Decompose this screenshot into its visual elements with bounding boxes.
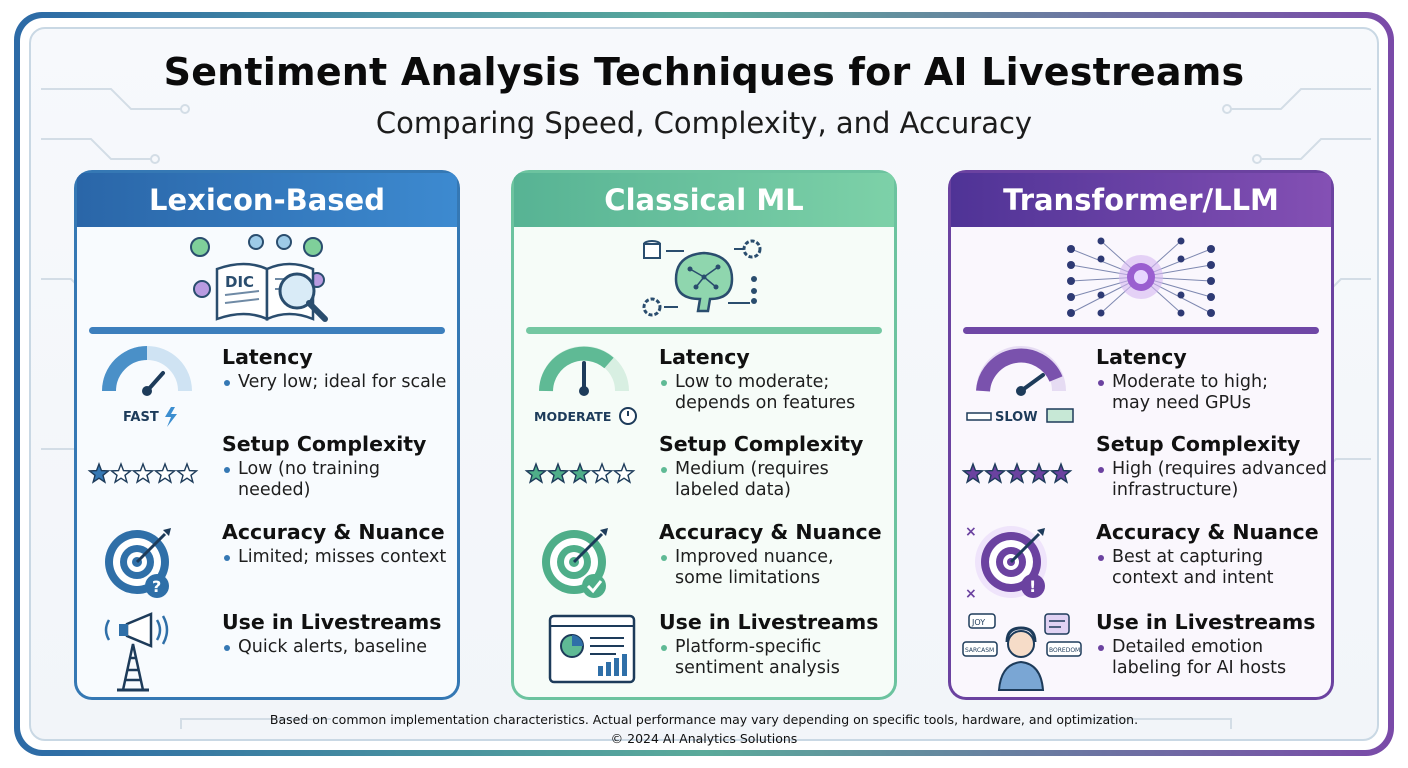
- star-empty-icon: [175, 462, 199, 484]
- star-filled-icon: [546, 462, 570, 484]
- star-filled-icon: [983, 462, 1007, 484]
- star-filled-icon: [1027, 462, 1051, 484]
- metric-title: Accuracy & Nuance: [222, 520, 445, 544]
- setup-row: Setup Complexity High (requires advanced…: [951, 432, 1331, 516]
- speedometer-moderate-icon: MODERATE: [534, 346, 637, 425]
- metric-desc: Low to moderate;depends on features: [659, 372, 891, 414]
- card-classical-ml: Classical ML MODERATE: [511, 170, 897, 700]
- star-empty-icon: [109, 462, 133, 484]
- gauge-label: SLOW: [995, 410, 1038, 425]
- metric-desc: Very low; ideal for scale: [222, 372, 454, 393]
- neural-network-icon: [1067, 237, 1215, 317]
- page-title: Sentiment Analysis Techniques for AI Liv…: [163, 50, 1245, 94]
- star-filled-icon: [87, 462, 111, 484]
- svg-text:×: ×: [965, 586, 977, 602]
- accuracy-row: ? Accuracy & Nuance Limited; misses cont…: [77, 520, 457, 604]
- card-header: Classical ML: [514, 173, 894, 227]
- hero-text: DIC: [225, 273, 254, 291]
- dashboard-icon: [548, 614, 636, 684]
- svg-text:?: ?: [152, 577, 161, 596]
- metric-desc: Quick alerts, baseline: [222, 637, 454, 658]
- metric-title: Use in Livestreams: [1096, 610, 1316, 634]
- svg-text:!: !: [1029, 577, 1036, 596]
- emotion-bubble: SARCASM: [965, 647, 994, 654]
- star-filled-icon: [961, 462, 985, 484]
- emotion-bubble: BOREDOM: [1049, 647, 1080, 654]
- card-transformer-llm: Transformer/LLM: [948, 170, 1334, 700]
- metric-title: Latency: [659, 345, 750, 369]
- speedometer-slow-icon: SLOW: [966, 346, 1074, 425]
- star-empty-icon: [131, 462, 155, 484]
- card-divider: [526, 327, 882, 334]
- use-row: JOY SARCASM BOREDOM Use in Livestreams D…: [951, 610, 1331, 694]
- gauge-label: FAST: [123, 410, 159, 425]
- card-body: SLOW Latency Moderate to high;may need G…: [951, 227, 1331, 697]
- ai-host-icon: JOY SARCASM BOREDOM: [962, 613, 1082, 691]
- metric-title: Accuracy & Nuance: [1096, 520, 1319, 544]
- copyright: © 2024 AI Analytics Solutions: [610, 731, 798, 746]
- latency-row: FAST Latency Very low; ideal for scale: [77, 345, 457, 429]
- metric-title: Setup Complexity: [659, 432, 864, 456]
- star-empty-icon: [153, 462, 177, 484]
- page-subtitle: Comparing Speed, Complexity, and Accurac…: [375, 106, 1033, 140]
- card-header: Lexicon-Based: [77, 173, 457, 227]
- star-filled-icon: [1049, 462, 1073, 484]
- target-question-icon: ?: [105, 528, 171, 598]
- metric-title: Use in Livestreams: [659, 610, 879, 634]
- card-header: Transformer/LLM: [951, 173, 1331, 227]
- star-empty-icon: [590, 462, 614, 484]
- card-lexicon-based: Lexicon-Based DIC FAST: [74, 170, 460, 700]
- star-rating: [87, 432, 209, 516]
- star-rating-icon: [961, 462, 1073, 484]
- broadcast-tower-icon: [104, 612, 169, 692]
- metric-title: Latency: [222, 345, 313, 369]
- metric-title: Latency: [1096, 345, 1187, 369]
- metric-desc: Improved nuance,some limitations: [659, 547, 891, 589]
- card-body: DIC FAST Latency Very low; ideal for sca…: [77, 227, 457, 697]
- metric-desc: Limited; misses context: [222, 547, 454, 568]
- footnote: Based on common implementation character…: [269, 712, 1139, 727]
- emotion-bubble: JOY: [971, 618, 985, 627]
- target-check-icon: [542, 528, 608, 598]
- use-row: Use in Livestreams Quick alerts, baselin…: [77, 610, 457, 694]
- star-empty-icon: [612, 462, 636, 484]
- star-filled-icon: [568, 462, 592, 484]
- metric-title: Setup Complexity: [222, 432, 427, 456]
- star-filled-icon: [524, 462, 548, 484]
- metric-title: Use in Livestreams: [222, 610, 442, 634]
- star-filled-icon: [1005, 462, 1029, 484]
- accuracy-row: × × ! Accuracy & Nuance Best at capturin…: [951, 520, 1331, 604]
- target-alert-icon: × × !: [965, 524, 1047, 602]
- card-divider: [89, 327, 445, 334]
- metric-title: Setup Complexity: [1096, 432, 1301, 456]
- metric-title: Accuracy & Nuance: [659, 520, 882, 544]
- card-divider: [963, 327, 1319, 334]
- star-rating-icon: [524, 462, 636, 484]
- latency-row: MODERATE Latency Low to moderate;depends…: [514, 345, 894, 429]
- latency-row: SLOW Latency Moderate to high;may need G…: [951, 345, 1331, 429]
- dictionary-magnifier-icon: DIC: [190, 234, 328, 322]
- svg-text:×: ×: [965, 524, 977, 540]
- star-rating-icon: [87, 462, 199, 484]
- gauge-label: MODERATE: [534, 409, 611, 424]
- card-body: MODERATE Latency Low to moderate;depends…: [514, 227, 894, 697]
- accuracy-row: Accuracy & Nuance Improved nuance,some l…: [514, 520, 894, 604]
- star-rating: [524, 432, 646, 516]
- speedometer-fast-icon: FAST: [102, 346, 192, 427]
- brain-pipeline-icon: [642, 239, 762, 317]
- metric-desc: Moderate to high;may need GPUs: [1096, 372, 1328, 414]
- star-rating: [961, 432, 1083, 516]
